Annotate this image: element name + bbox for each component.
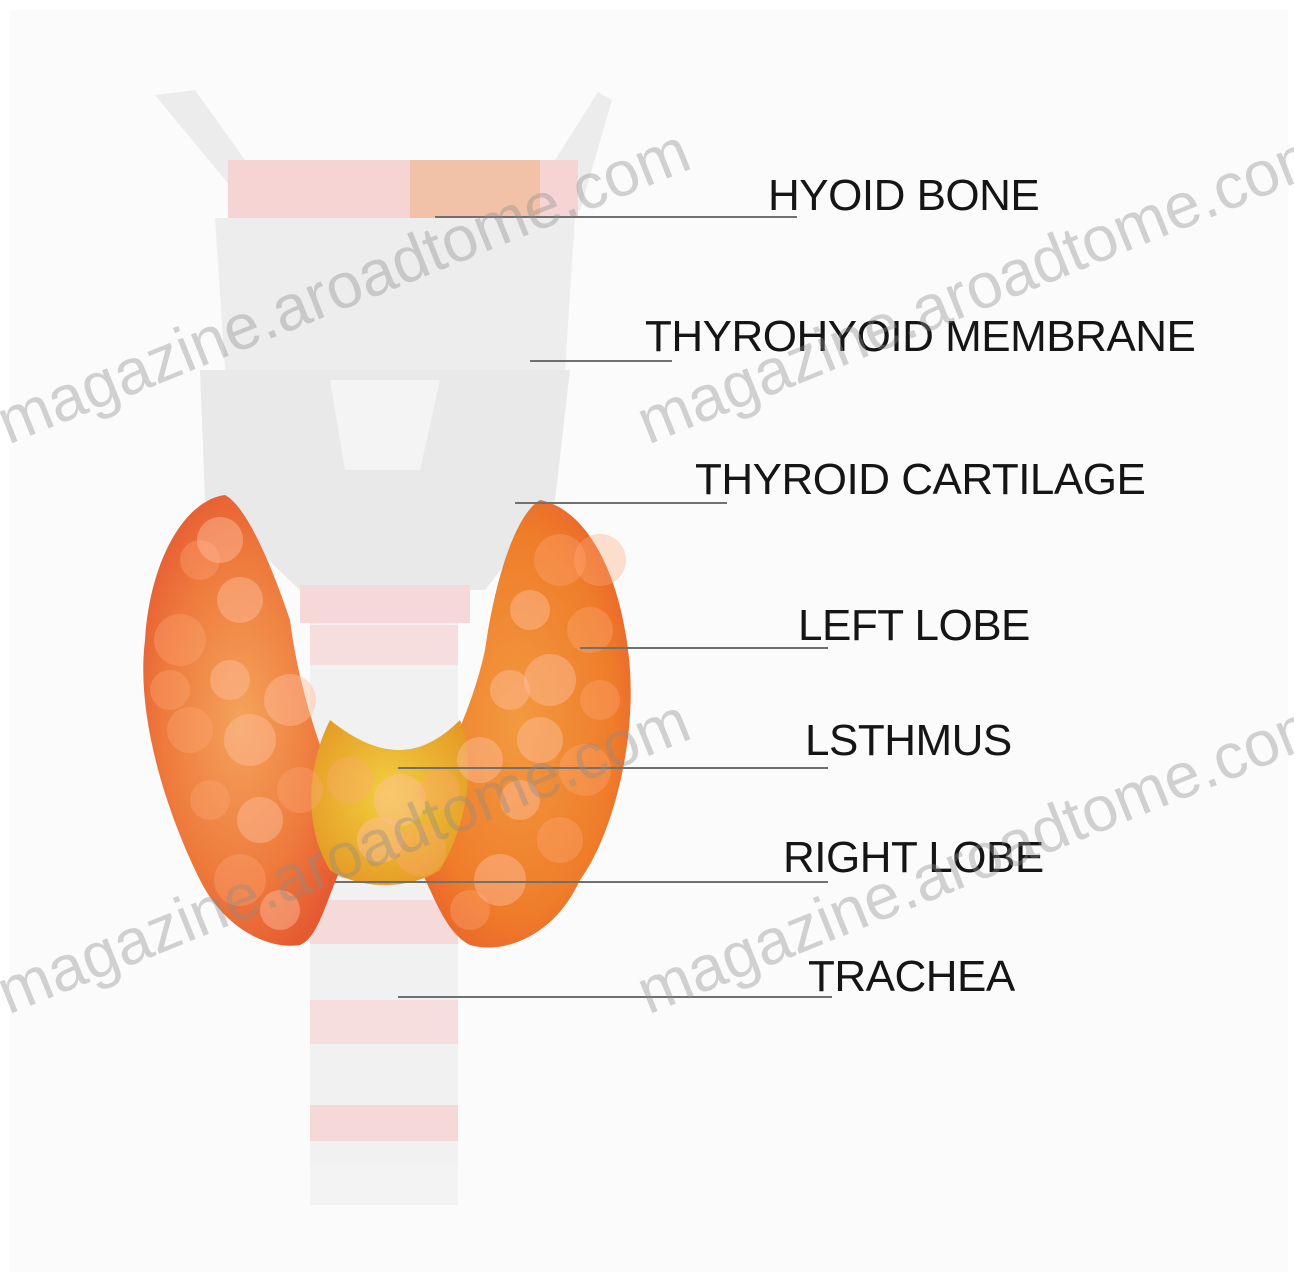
- gland-follicle: [277, 767, 323, 813]
- gland-follicle: [524, 654, 576, 706]
- label-trachea: TRACHEA: [808, 955, 1015, 999]
- gland-follicle: [450, 890, 490, 930]
- gland-follicle: [217, 577, 263, 623]
- gland-follicle: [490, 670, 530, 710]
- gland-follicle: [567, 607, 613, 653]
- gland-follicle: [264, 674, 316, 726]
- gland-follicle: [167, 707, 213, 753]
- gland-follicle: [150, 670, 190, 710]
- gland-follicle: [154, 614, 206, 666]
- gland-follicle: [210, 660, 250, 700]
- gland-follicle: [510, 590, 550, 630]
- gland-follicle: [197, 517, 243, 563]
- gland-follicle: [224, 714, 276, 766]
- label-hyoid-bone: HYOID BONE: [768, 174, 1039, 218]
- label-thyroid-cartilage: THYROID CARTILAGE: [695, 458, 1145, 502]
- gland-follicle: [327, 757, 373, 803]
- gland-follicle: [190, 780, 230, 820]
- gland-follicle: [574, 534, 626, 586]
- label-isthmus: LSTHMUS: [805, 719, 1012, 763]
- trachea-shape: [310, 620, 458, 1205]
- gland-follicle: [537, 817, 583, 863]
- label-left-lobe: LEFT LOBE: [798, 604, 1030, 648]
- gland-follicle: [237, 797, 283, 843]
